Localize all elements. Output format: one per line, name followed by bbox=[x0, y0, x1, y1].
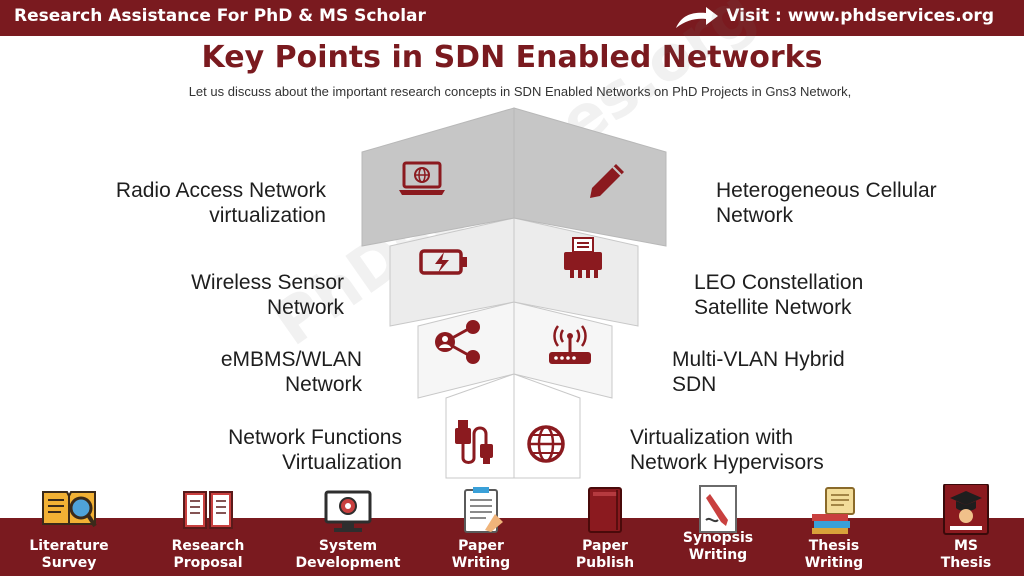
laptop-globe-icon bbox=[399, 161, 445, 195]
right-point-3: Multi-VLAN Hybrid SDN bbox=[672, 347, 972, 397]
nav-thesis-writing[interactable]: Thesis Writing bbox=[769, 484, 899, 572]
nav-synopsis-writing[interactable]: Synopsis Writing bbox=[653, 484, 783, 564]
right-point-3-line2: SDN bbox=[672, 373, 717, 396]
panel-right-1 bbox=[513, 107, 667, 247]
scroll-books-icon bbox=[812, 487, 855, 534]
nav-paper-publish-line2: Publish bbox=[575, 555, 635, 571]
bottom-bar bbox=[0, 518, 1024, 576]
pencil-icon bbox=[590, 164, 624, 198]
nav-synopsis-writing-line2: Writing bbox=[688, 547, 748, 563]
left-point-1: Radio Access Network virtualization bbox=[60, 178, 326, 228]
top-bar: Research Assistance For PhD & MS Scholar… bbox=[0, 0, 1024, 36]
graduate-book-icon bbox=[943, 484, 989, 535]
battery-charging-icon bbox=[419, 249, 467, 275]
nav-literature-survey[interactable]: Literature Survey bbox=[4, 484, 134, 572]
nav-ms-thesis[interactable]: MS Thesis bbox=[901, 484, 1024, 572]
left-point-3-line2: Network bbox=[284, 373, 362, 396]
nav-ms-thesis-line1: MS bbox=[953, 538, 978, 554]
nav-paper-writing-line2: Writing bbox=[451, 555, 511, 571]
right-point-2-line2: Satellite Network bbox=[694, 296, 852, 319]
left-point-2-line1: Wireless Sensor bbox=[191, 271, 344, 294]
right-point-2-line1: LEO Constellation bbox=[694, 271, 864, 294]
right-point-1-line2: Network bbox=[716, 204, 794, 227]
left-point-4-line1: Network Functions bbox=[228, 426, 402, 449]
fax-printer-icon bbox=[564, 237, 602, 278]
share-network-icon bbox=[435, 320, 480, 364]
open-book-icon bbox=[183, 491, 233, 529]
right-point-4: Virtualization with Network Hypervisors bbox=[630, 425, 970, 475]
right-point-4-line1: Virtualization with bbox=[630, 426, 794, 449]
page-title: Key Points in SDN Enabled Networks bbox=[201, 40, 823, 75]
nav-system-development-line1: System bbox=[318, 538, 378, 554]
nav-thesis-writing-line1: Thesis bbox=[808, 538, 860, 554]
wifi-router-icon bbox=[549, 325, 591, 364]
nav-synopsis-writing-line1: Synopsis bbox=[682, 530, 754, 546]
left-point-4-line2: Virtualization bbox=[282, 451, 402, 474]
right-point-1: Heterogeneous Cellular Network bbox=[716, 178, 1006, 228]
clipboard-writing-icon bbox=[464, 487, 503, 533]
nav-paper-writing[interactable]: Paper Writing bbox=[416, 484, 546, 572]
nav-thesis-writing-line2: Writing bbox=[804, 555, 864, 571]
nav-paper-writing-line1: Paper bbox=[458, 538, 504, 554]
nav-literature-survey-line2: Survey bbox=[41, 555, 97, 571]
nav-paper-publish-line1: Paper bbox=[582, 538, 628, 554]
brand-text: Research Assistance For PhD & MS Scholar bbox=[14, 6, 426, 26]
computer-gear-icon bbox=[324, 490, 372, 532]
left-point-1-line2: virtualization bbox=[209, 204, 326, 227]
left-point-2-line2: Network bbox=[266, 296, 344, 319]
literature-survey-icon bbox=[42, 491, 97, 528]
nav-research-proposal[interactable]: Research Proposal bbox=[143, 484, 273, 572]
right-point-3-line1: Multi-VLAN Hybrid bbox=[672, 348, 845, 371]
right-point-2: LEO Constellation Satellite Network bbox=[694, 270, 984, 320]
nav-ms-thesis-line2: Thesis bbox=[940, 555, 992, 571]
panel-right-3 bbox=[513, 301, 613, 399]
left-point-3: eMBMS/WLAN Network bbox=[60, 347, 362, 397]
page-subtitle: Let us discuss about the important resea… bbox=[188, 84, 852, 99]
left-point-4: Network Functions Virtualization bbox=[60, 425, 402, 475]
nav-system-development[interactable]: System Development bbox=[283, 484, 413, 572]
nav-literature-survey-line1: Literature bbox=[29, 538, 109, 554]
pen-paper-icon bbox=[699, 485, 737, 533]
nav-research-proposal-line2: Proposal bbox=[173, 555, 243, 571]
globe-icon bbox=[527, 425, 565, 463]
visit-link[interactable]: Visit : www.phdservices.org bbox=[726, 6, 994, 26]
left-point-2: Wireless Sensor Network bbox=[60, 270, 344, 320]
right-point-4-line2: Network Hypervisors bbox=[630, 451, 824, 474]
usb-cable-icon bbox=[455, 420, 493, 464]
left-point-1-line1: Radio Access Network bbox=[115, 179, 326, 202]
left-point-3-line1: eMBMS/WLAN bbox=[220, 348, 362, 371]
nav-research-proposal-line1: Research bbox=[171, 538, 245, 554]
panel-right-2 bbox=[513, 217, 639, 327]
right-point-1-line1: Heterogeneous Cellular bbox=[716, 179, 937, 202]
nav-paper-publish[interactable]: Paper Publish bbox=[540, 484, 670, 572]
curved-arrow-icon bbox=[676, 7, 718, 28]
book-icon bbox=[588, 487, 622, 533]
nav-system-development-line2: Development bbox=[295, 555, 401, 571]
